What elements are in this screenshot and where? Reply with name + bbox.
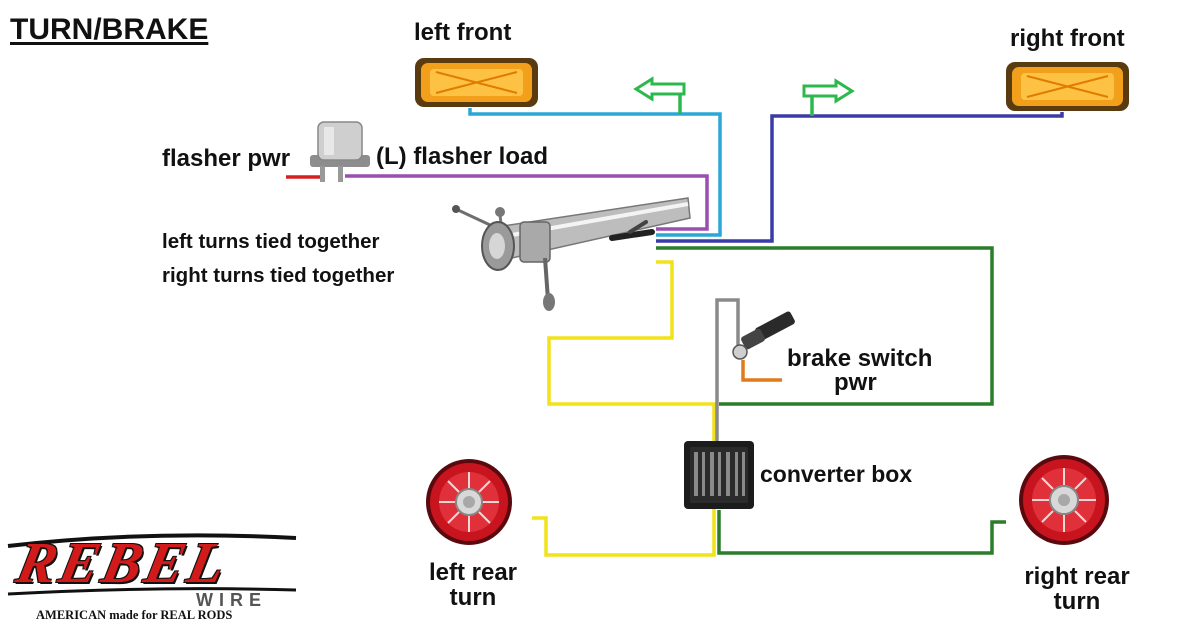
page-title: TURN/BRAKE [10, 13, 209, 46]
logo-tagline: AMERICAN made for REAL RODS [36, 608, 233, 622]
wire-brake [715, 298, 740, 442]
logo-sub: WIRE [196, 590, 267, 610]
wire-left-rear [532, 260, 716, 557]
label-flasher-pwr: flasher pwr [162, 145, 291, 172]
label-brake-pwr: pwr [834, 369, 877, 396]
label-left-rear: left rear turn [420, 559, 526, 612]
left-front-lamp-icon [415, 58, 538, 107]
wire-flasher-load [345, 174, 709, 231]
right-front-lamp-icon [1006, 62, 1129, 111]
brake-switch-icon [732, 311, 795, 360]
wire-left-front [468, 108, 722, 237]
arrow-right-icon [802, 78, 855, 104]
wire-brake-pwr [741, 360, 782, 382]
label-left-rear-line2: turn [449, 584, 497, 612]
logo-swoosh-icon [7, 533, 297, 596]
brand-logo: REBEL WIRE AMERICAN made for REAL RODS [6, 520, 298, 622]
steering-column-icon [452, 197, 691, 311]
wire-right-rear-out [717, 510, 1006, 555]
label-brake-switch: brake switch [787, 345, 933, 372]
label-right-turns: right turns tied together [162, 264, 395, 287]
label-right-rear: right rear turn [1016, 563, 1138, 616]
label-left-front: left front [414, 19, 512, 46]
label-converter-box: converter box [760, 461, 913, 487]
arrow-left-icon [633, 76, 686, 102]
label-left-rear-line1: left rear [428, 559, 518, 586]
left-rear-lamp-icon [426, 459, 512, 545]
right-rear-lamp-icon [1019, 455, 1109, 545]
label-flasher-load: (L) flasher load [376, 143, 549, 170]
label-right-rear-line2: turn [1053, 588, 1101, 616]
wire-right-front [656, 112, 1064, 243]
label-right-front: right front [1010, 25, 1125, 52]
label-right-rear-line1: right rear [1024, 563, 1130, 590]
label-left-turns: left turns tied together [162, 230, 380, 253]
converter-box-icon [684, 441, 754, 509]
wire-right-rear [656, 246, 994, 406]
flasher-icon [310, 121, 370, 182]
logo-wordmark: REBEL [11, 530, 236, 595]
